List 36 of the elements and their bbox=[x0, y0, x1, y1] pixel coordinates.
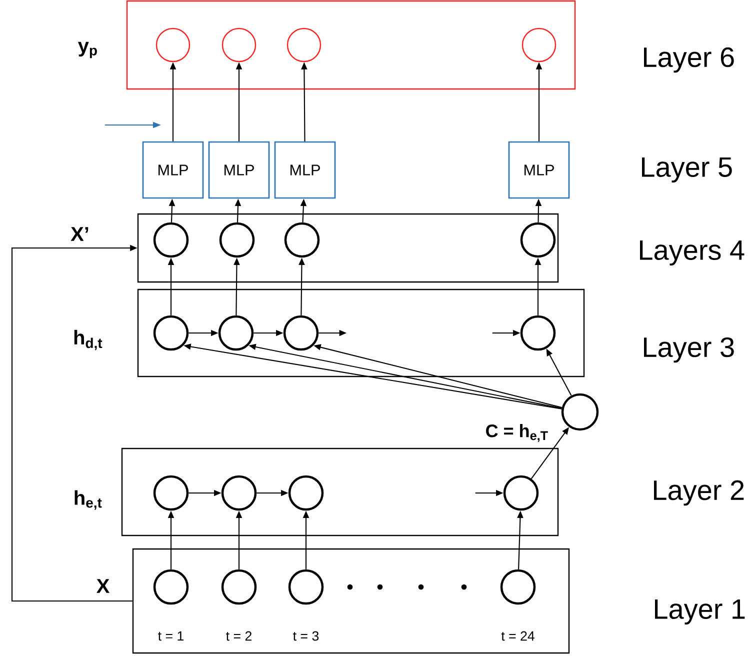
time-label: t = 1 bbox=[158, 631, 184, 641]
neuron-circle bbox=[153, 315, 189, 351]
layer-label: Layer 5 bbox=[642, 157, 732, 183]
context-label: C = h$_{e,T}$ bbox=[486, 424, 548, 442]
layer-label: Layer 2 bbox=[654, 480, 744, 506]
layer-symbol: y$_{p}$ bbox=[78, 42, 97, 58]
layer-symbol: h$_{e,t}$ bbox=[74, 490, 102, 510]
mlp-box: MLP bbox=[142, 141, 204, 199]
time-label: t = 2 bbox=[226, 631, 252, 641]
neuron-circle bbox=[153, 222, 189, 258]
neuron-circle bbox=[218, 315, 254, 351]
time-label: t = 24 bbox=[501, 631, 534, 641]
neuron-circle bbox=[503, 475, 539, 511]
time-label: t = 3 bbox=[293, 631, 319, 641]
layer-symbol: h$_{d,t}$ bbox=[74, 330, 102, 350]
layer-label: Layer 1 bbox=[655, 599, 745, 625]
layer-label: Layer 3 bbox=[644, 337, 734, 363]
mlp-box: MLP bbox=[274, 141, 336, 199]
neuron-circle bbox=[153, 475, 189, 511]
output-circle bbox=[286, 28, 322, 62]
layer-symbol: X bbox=[96, 579, 110, 593]
output-circle bbox=[156, 28, 190, 62]
layer-label: Layers 4 bbox=[640, 240, 744, 266]
neuron-circle bbox=[520, 222, 556, 258]
layer-label: Layer 6 bbox=[644, 47, 734, 73]
mlp-box: MLP bbox=[508, 141, 570, 199]
layer-symbol: X’ bbox=[70, 227, 88, 241]
neuron-circle bbox=[219, 222, 255, 258]
neuron-circle bbox=[284, 222, 320, 258]
output-circle bbox=[222, 28, 256, 62]
neuron-circle bbox=[221, 475, 257, 511]
neuron-circle bbox=[288, 475, 324, 511]
neuron-circle bbox=[520, 315, 556, 351]
neuron-circle bbox=[283, 315, 319, 351]
output-circle bbox=[522, 28, 556, 62]
mlp-box: MLP bbox=[208, 141, 270, 199]
